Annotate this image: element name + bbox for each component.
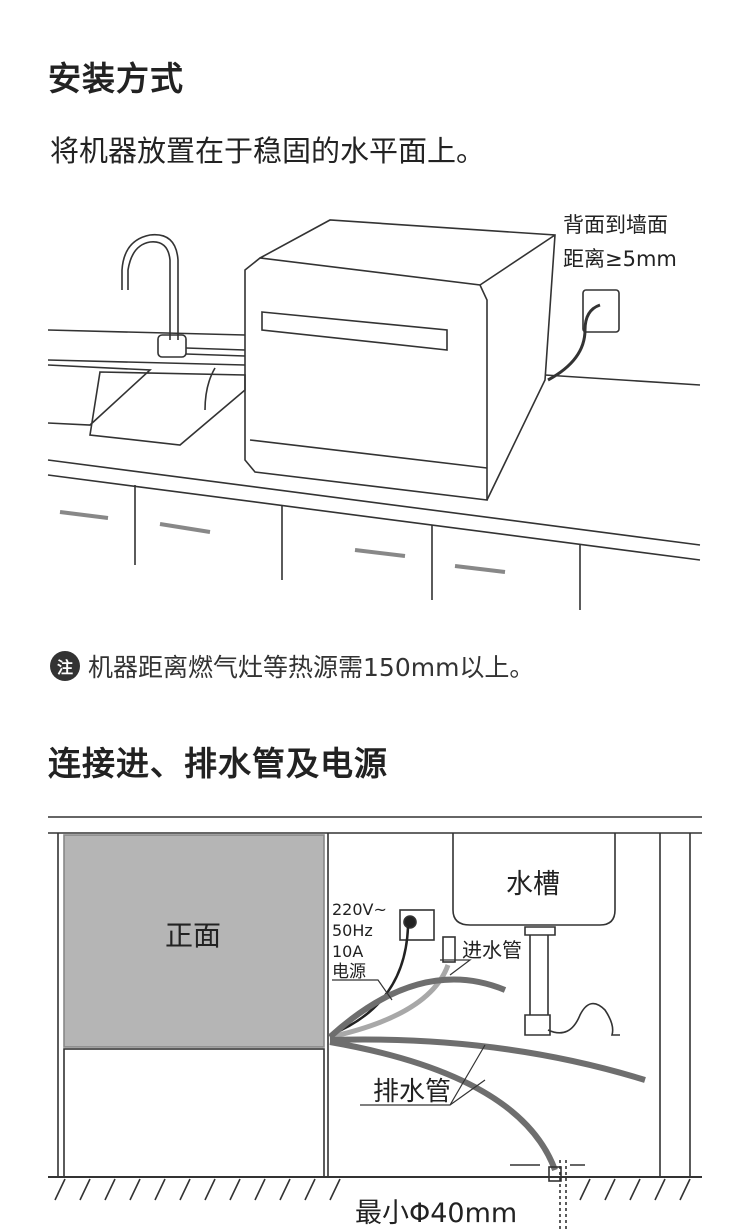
cabinet-top xyxy=(48,816,702,834)
sink-basin xyxy=(47,364,246,446)
heat-source-note: 注 机器距离燃气灶等热源需150mm以上。 xyxy=(50,648,534,684)
sink-drain-pipe xyxy=(524,926,556,1015)
s-trap xyxy=(524,1002,620,1036)
drain-hose-floor xyxy=(329,1039,558,1172)
dishwasher-base-line xyxy=(249,439,488,469)
section-title-connection: 连接进、排水管及电源 xyxy=(48,744,388,783)
socket-plug xyxy=(403,915,417,929)
countertop-lines xyxy=(47,329,701,561)
wall-label-line1: 背面到墙面 xyxy=(563,213,668,237)
inlet-tap-connector xyxy=(442,936,456,963)
wall-distance-label: 背面到墙面 距离≥5mm xyxy=(563,208,677,276)
section-title-installation: 安装方式 xyxy=(48,59,184,98)
cabinet-handles xyxy=(59,510,506,574)
wall-socket xyxy=(582,289,620,333)
dishwasher-front-panel xyxy=(63,834,325,1048)
drain-hose-end xyxy=(548,1166,562,1182)
inlet-hose xyxy=(329,964,451,1040)
note-text: 机器距离燃气灶等热源需150mm以上。 xyxy=(88,653,535,682)
installation-instruction: 将机器放置在于稳固的水平面上。 xyxy=(50,134,486,168)
power-spec-voltage: 220V~ xyxy=(332,900,387,919)
power-spec-current: 10A xyxy=(332,942,363,961)
power-socket xyxy=(399,909,435,941)
dishwasher-top xyxy=(259,219,556,501)
kitchen-installation-illustration xyxy=(47,219,701,610)
power-label: 电源 xyxy=(332,962,366,982)
faucet xyxy=(121,233,179,340)
drain-hose-upper xyxy=(327,976,507,1040)
faucet-valve xyxy=(157,334,187,358)
floor-hatching xyxy=(54,1178,691,1201)
cabinet-dividers xyxy=(134,485,581,610)
dishwasher-lower xyxy=(63,1048,325,1178)
note-icon: 注 xyxy=(50,651,80,681)
sink-bowl xyxy=(452,833,616,926)
label-leader-lines xyxy=(332,959,486,1106)
connection-diagram: 正面 水槽 220V~ 50Hz 10A 电源 进水管 排水管 最小Φ40mm xyxy=(48,816,702,1230)
cabinet-walls xyxy=(57,833,691,1177)
dishwasher-handle xyxy=(261,311,448,351)
power-cord xyxy=(547,303,601,382)
inlet-hose-label: 进水管 xyxy=(462,938,522,962)
dishwasher-body xyxy=(244,257,488,501)
power-spec-frequency: 50Hz xyxy=(332,921,373,940)
inlet-pipe xyxy=(185,347,246,411)
min-diameter-label: 最小Φ40mm xyxy=(355,1198,517,1229)
sink-label: 水槽 xyxy=(506,869,560,900)
wall-label-line2: 距离≥5mm xyxy=(563,247,677,271)
front-label: 正面 xyxy=(165,919,221,952)
drain-hose-middle xyxy=(329,1036,646,1083)
drain-hose-label: 排水管 xyxy=(373,1077,451,1107)
